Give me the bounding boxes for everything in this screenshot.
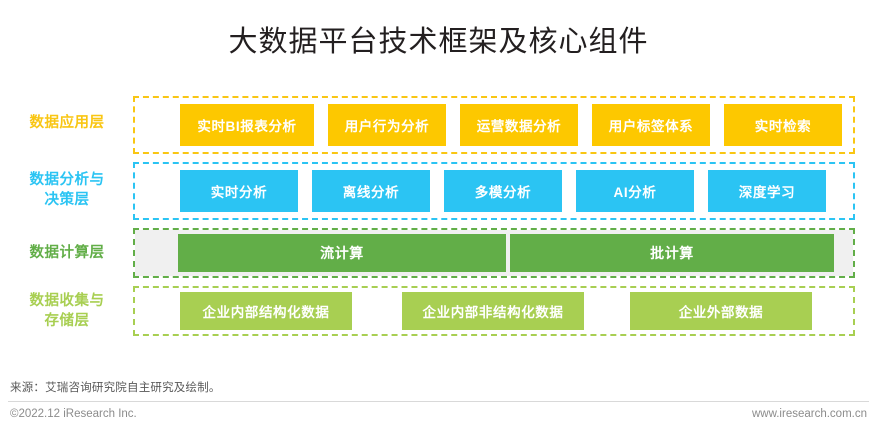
source-note: 来源：艾瑞咨询研究院自主研究及绘制。 [10, 382, 221, 394]
component-user-behavior-analysis[interactable]: 用户行为分析 [328, 104, 446, 146]
layer-label-line: 数据收集与 [29, 293, 105, 309]
layer-label-line: 决策层 [44, 192, 90, 208]
component-offline-analysis[interactable]: 离线分析 [312, 170, 430, 212]
component-user-tag-system[interactable]: 用户标签体系 [592, 104, 710, 146]
layer-band-inner: 企业内部结构化数据 企业内部非结构化数据 企业外部数据 [135, 288, 853, 334]
copyright-text: ©2022.12 iResearch Inc. [10, 408, 137, 420]
layer-band-inner: 流计算 批计算 [135, 230, 853, 276]
layer-label-application: 数据应用层 [8, 113, 126, 133]
layer-label-analysis: 数据分析与 决策层 [8, 170, 126, 210]
layer-band-computation: 流计算 批计算 [133, 228, 855, 278]
component-realtime-bi-report-analysis[interactable]: 实时BI报表分析 [180, 104, 314, 146]
layer-label-line: 数据计算层 [29, 245, 105, 261]
layer-row-computation: 数据计算层 流计算 批计算 [0, 228, 877, 278]
layer-label-line: 存储层 [44, 313, 90, 329]
footer-divider [8, 401, 869, 402]
layer-band-storage: 企业内部结构化数据 企业内部非结构化数据 企业外部数据 [133, 286, 855, 336]
component-deep-learning[interactable]: 深度学习 [708, 170, 826, 212]
component-stream-computing[interactable]: 流计算 [178, 234, 506, 272]
layer-band-inner: 实时BI报表分析 用户行为分析 运营数据分析 用户标签体系 实时检索 [135, 98, 853, 152]
architecture-diagram: 数据应用层 实时BI报表分析 用户行为分析 运营数据分析 用户标签体系 实时检索… [0, 96, 877, 344]
component-realtime-analysis[interactable]: 实时分析 [180, 170, 298, 212]
layer-row-storage: 数据收集与 存储层 企业内部结构化数据 企业内部非结构化数据 企业外部数据 [0, 286, 877, 336]
component-enterprise-internal-structured-data[interactable]: 企业内部结构化数据 [180, 292, 352, 330]
layer-label-computation: 数据计算层 [8, 243, 126, 263]
website-link[interactable]: www.iresearch.com.cn [751, 408, 867, 420]
page-title: 大数据平台技术框架及核心组件 [228, 26, 649, 58]
component-batch-computing[interactable]: 批计算 [510, 234, 834, 272]
layer-row-analysis: 数据分析与 决策层 实时分析 离线分析 多模分析 AI分析 深度学习 [0, 162, 877, 220]
layer-label-line: 数据分析与 [29, 172, 105, 188]
component-realtime-retrieval[interactable]: 实时检索 [724, 104, 842, 146]
layer-band-analysis: 实时分析 离线分析 多模分析 AI分析 深度学习 [133, 162, 855, 220]
layer-label-line: 数据应用层 [29, 115, 105, 131]
component-enterprise-external-data[interactable]: 企业外部数据 [630, 292, 812, 330]
layer-row-application: 数据应用层 实时BI报表分析 用户行为分析 运营数据分析 用户标签体系 实时检索 [0, 96, 877, 154]
component-operations-data-analysis[interactable]: 运营数据分析 [460, 104, 578, 146]
component-enterprise-internal-unstructured-data[interactable]: 企业内部非结构化数据 [402, 292, 584, 330]
layer-band-application: 实时BI报表分析 用户行为分析 运营数据分析 用户标签体系 实时检索 [133, 96, 855, 154]
component-ai-analysis[interactable]: AI分析 [576, 170, 694, 212]
component-multimodal-analysis[interactable]: 多模分析 [444, 170, 562, 212]
layer-band-inner: 实时分析 离线分析 多模分析 AI分析 深度学习 [135, 164, 853, 218]
layer-label-storage: 数据收集与 存储层 [8, 291, 126, 331]
